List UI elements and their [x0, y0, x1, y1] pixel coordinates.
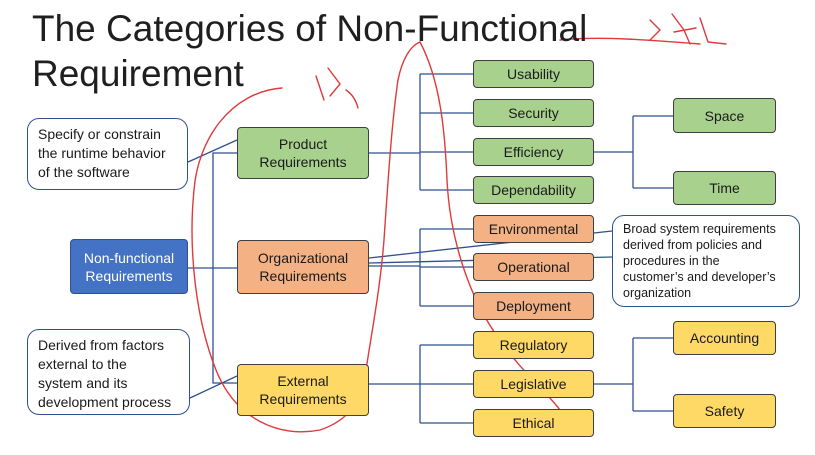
page-title-line-1: The Categories of Non-Functional — [32, 8, 588, 49]
node-deployment: Deployment — [473, 292, 594, 320]
note-organizational-requirements: Broad system requirements derived from p… — [612, 215, 800, 307]
node-regulatory: Regulatory — [473, 331, 594, 359]
node-ethical: Ethical — [473, 409, 594, 437]
note-product-requirements: Specify or constrain the runtime behavio… — [27, 118, 188, 190]
note-external-requirements: Derived from factors external to the sys… — [27, 329, 190, 415]
node-security: Security — [473, 99, 594, 127]
node-time: Time — [673, 171, 776, 205]
node-accounting: Accounting — [673, 321, 776, 355]
node-operational: Operational — [473, 253, 594, 281]
node-environmental: Environmental — [473, 215, 594, 243]
page-title: The Categories of Non-Functional Require… — [32, 6, 587, 96]
node-safety: Safety — [673, 394, 776, 428]
node-product-requirements: Product Requirements — [237, 127, 369, 179]
node-external-requirements: External Requirements — [237, 364, 369, 416]
node-dependability: Dependability — [473, 176, 594, 204]
page-title-line-2: Requirement — [32, 53, 244, 94]
node-non-functional-requirements: Non-functional Requirements — [70, 239, 188, 294]
node-usability: Usability — [473, 60, 594, 88]
node-space: Space — [673, 98, 776, 133]
node-organizational-requirements: Organizational Requirements — [237, 240, 369, 294]
node-legislative: Legislative — [473, 370, 594, 398]
node-efficiency: Efficiency — [473, 138, 594, 166]
